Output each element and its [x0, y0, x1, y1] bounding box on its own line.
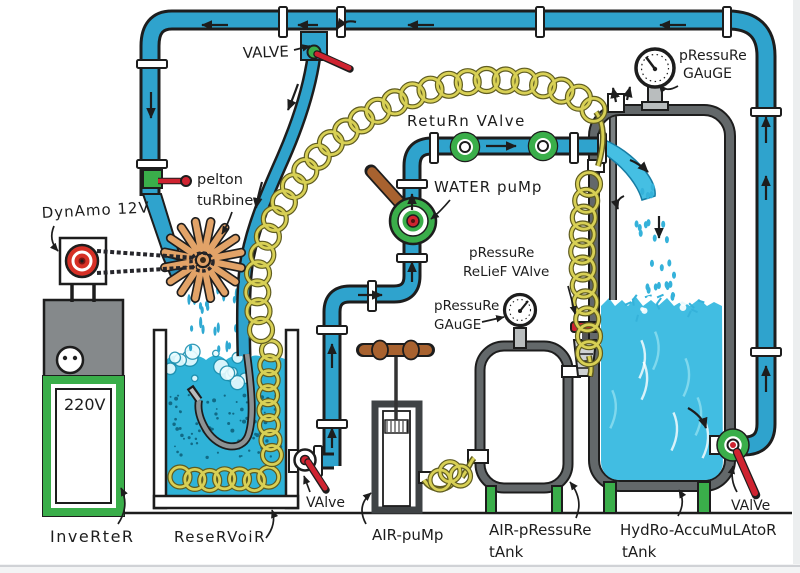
- dynamo-icon: [64, 243, 100, 279]
- label-pressure-gauge-mid-2: GAuGE: [434, 317, 481, 333]
- hydro-accumulator-tank: [587, 47, 736, 514]
- label-water-pump: WATER puMp: [434, 178, 542, 196]
- label-pressure-gauge-top-1: pRessuRe: [679, 48, 747, 64]
- label-valve-accumulator: VAlVe: [731, 498, 770, 514]
- valve-nozzle-icon: [142, 169, 192, 189]
- label-pelton-2: tuRbine: [197, 193, 253, 209]
- label-air-pump: AIR-puMp: [372, 526, 443, 544]
- label-air-tank-2: tAnk: [489, 543, 524, 561]
- flow-arrows: [146, 17, 771, 448]
- valve-reservoir-icon: [288, 448, 330, 494]
- label-dynamo: DynAmo 12V: [41, 198, 150, 222]
- scan-edge-right: [793, 0, 800, 573]
- label-air-tank-1: AIR-pRessuRe: [489, 521, 592, 539]
- cascade-droplets: [624, 183, 705, 322]
- pelton-turbine-icon: [159, 216, 247, 304]
- air-pump: [356, 339, 435, 514]
- reservoir-bottom: [152, 494, 300, 510]
- label-hydro-2: tAnk: [622, 543, 657, 561]
- pressure-gauge-mid-icon: [502, 292, 538, 328]
- valve-accumulator-icon: [716, 428, 761, 500]
- piston-seal: [384, 419, 409, 434]
- tank-leg: [697, 481, 711, 514]
- label-valve-reservoir: VAlve: [306, 495, 345, 511]
- power-socket-icon: [55, 345, 85, 375]
- reservoir-wall-right: [284, 328, 300, 510]
- voltage-label: 220V: [64, 395, 106, 414]
- label-valve-top: VALVE: [243, 42, 290, 62]
- accumulator-water: [601, 297, 723, 480]
- label-inverter: InveRteR: [50, 527, 135, 546]
- vent-fitting: [607, 93, 625, 113]
- reservoir-wall-left: [152, 328, 168, 510]
- label-hydro-1: HydRo-AccuMuLAtoR: [620, 521, 777, 539]
- label-pressure-gauge-top-2: GAuGE: [683, 66, 732, 82]
- water-pump-icon: [364, 164, 438, 246]
- pressure-gauge-top-icon: [634, 47, 676, 89]
- label-arrows: [49, 44, 738, 539]
- tank-leg: [551, 485, 563, 514]
- hoses: [167, 65, 608, 494]
- valve-top-icon: [306, 44, 354, 73]
- label-pelton-1: pelton: [197, 172, 243, 188]
- inverter-unit: 220V: [42, 298, 125, 517]
- scan-edge-bottom: [0, 564, 800, 573]
- coiled-yellow-hoses: [167, 65, 608, 494]
- label-pressure-gauge-mid-1: pRessuRe: [434, 298, 499, 314]
- tank-leg: [485, 485, 497, 514]
- pipe-circuit: [136, 6, 782, 477]
- labels: VALVE pRessuRe GAuGE RetuRn VAlve WATER …: [41, 42, 776, 561]
- drive-belt: [96, 249, 215, 275]
- return-valve-icons: [449, 130, 559, 163]
- label-relief-2: ReLieF VAlve: [463, 264, 549, 280]
- label-reservoir: ReseRVoiR: [174, 528, 266, 546]
- label-return-valve: RetuRn VAlve: [407, 112, 526, 130]
- tank-leg: [603, 481, 617, 514]
- label-relief-1: pRessuRe: [469, 245, 534, 261]
